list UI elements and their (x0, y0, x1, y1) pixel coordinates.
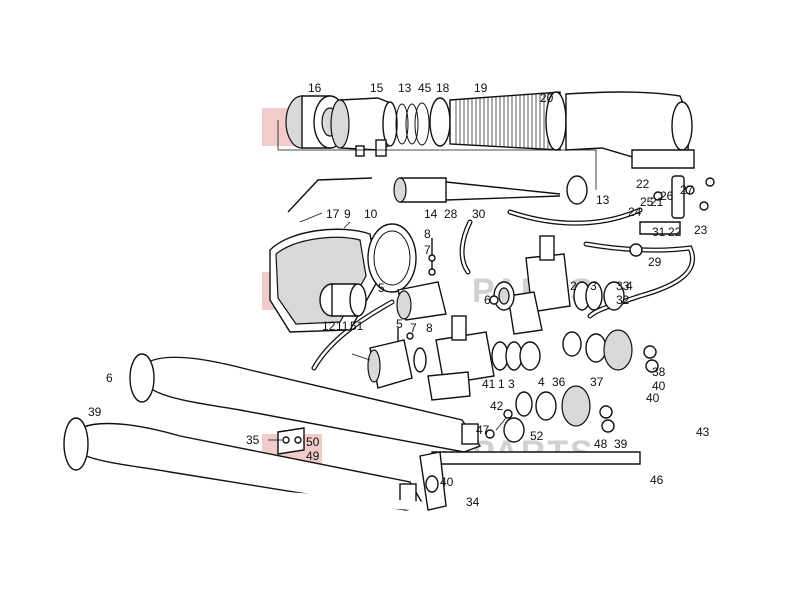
callout-27: 27 (680, 183, 694, 197)
rod-17 (287, 177, 373, 213)
bellmouth-9 (269, 228, 379, 333)
exhaust-pipe-34 (439, 396, 658, 503)
callout-47: 47 (476, 423, 490, 437)
callout-39: 39 (614, 437, 628, 451)
callout-40: 40 (440, 475, 454, 489)
callout-16: 16 (308, 81, 322, 95)
callout-3: 3 (508, 377, 515, 391)
callout-19: 19 (474, 81, 488, 95)
callout-42: 42 (490, 399, 504, 413)
callout-6: 6 (484, 293, 491, 307)
callout-31: 31 (652, 225, 666, 239)
studs-8-7 (397, 238, 436, 344)
exhaust-seals-lower (515, 385, 615, 433)
callout-44: 44 (0, 0, 14, 3)
callout-25: 25 (640, 195, 654, 209)
callout-50: 50 (306, 435, 320, 449)
silencer-41 (129, 353, 482, 453)
leader-lines (268, 212, 507, 441)
callout-8: 8 (424, 227, 431, 241)
callout-15: 15 (370, 81, 384, 95)
callout-7: 7 (410, 321, 417, 335)
callout-34: 34 (466, 495, 480, 509)
callout-7: 7 (424, 243, 431, 257)
crossover-pipe (393, 175, 588, 205)
callout-8: 8 (426, 321, 433, 335)
callout-40: 40 (646, 391, 660, 405)
callout-22: 22 (668, 225, 682, 239)
callout-21: 21 (650, 195, 664, 209)
callout-20: 20 (540, 91, 554, 105)
callout-41: 41 (482, 377, 496, 391)
callout-26: 26 (660, 189, 674, 203)
callout-48: 48 (594, 437, 608, 451)
callout-51: 51 (350, 319, 364, 333)
callout-5: 5 (378, 281, 385, 295)
callout-24: 24 (628, 205, 642, 219)
callout-14: 14 (424, 207, 438, 221)
callout-35: 35 (246, 433, 260, 447)
callout-46: 46 (650, 473, 664, 487)
callout-23: 23 (694, 223, 708, 237)
filter-element (449, 91, 567, 151)
assembly-bracket-line (277, 120, 597, 190)
callout-36: 36 (552, 375, 566, 389)
callout-6: 6 (106, 371, 113, 385)
callout-45: 45 (418, 81, 432, 95)
callout-9: 9 (344, 207, 351, 221)
callout-5: 5 (396, 317, 403, 331)
balance-pipe-44 (419, 451, 641, 511)
exhaust-seals-upper (562, 329, 659, 373)
callout-2: 2 (570, 279, 577, 293)
callout-37: 37 (590, 375, 604, 389)
callout-10: 10 (364, 207, 378, 221)
intake-duct (565, 91, 695, 169)
callout-32: 32 (616, 293, 630, 307)
callout-39: 39 (88, 405, 102, 419)
callout-33: 33 (616, 279, 630, 293)
callout-4: 4 (626, 279, 633, 293)
callout-29: 29 (648, 255, 662, 269)
callout-28: 28 (444, 207, 458, 221)
inlet-stub-12 (319, 283, 367, 317)
callout-40: 40 (652, 379, 666, 393)
air-filter-housing (330, 97, 398, 157)
callout-43: 43 (696, 425, 710, 439)
tap-hardware (629, 175, 715, 257)
callout-1: 1 (498, 377, 505, 391)
callout-22: 22 (636, 177, 650, 191)
callout-4: 4 (538, 375, 545, 389)
carburettor-upper (493, 235, 571, 335)
callout-30: 30 (472, 207, 486, 221)
callout-3: 3 (590, 279, 597, 293)
callout-18: 18 (436, 81, 450, 95)
filter-rings (395, 97, 451, 147)
carb-rings-right (489, 281, 625, 311)
callout-17: 17 (326, 207, 340, 221)
callout-12: 12 (322, 319, 336, 333)
callout-38: 38 (652, 365, 666, 379)
callout-13: 13 (398, 81, 412, 95)
clamp-43 (485, 409, 525, 443)
manifold-5a (396, 281, 447, 321)
callout-11: 11 (336, 319, 349, 333)
callout-49: 49 (306, 449, 320, 463)
exhaust-pipe-35 (279, 337, 714, 525)
callout-13: 13 (596, 193, 610, 207)
gasket-10 (367, 223, 417, 293)
callout-52: 52 (530, 429, 544, 443)
carburettor-lower (367, 315, 541, 401)
mounting-bracket-50 (277, 427, 305, 455)
